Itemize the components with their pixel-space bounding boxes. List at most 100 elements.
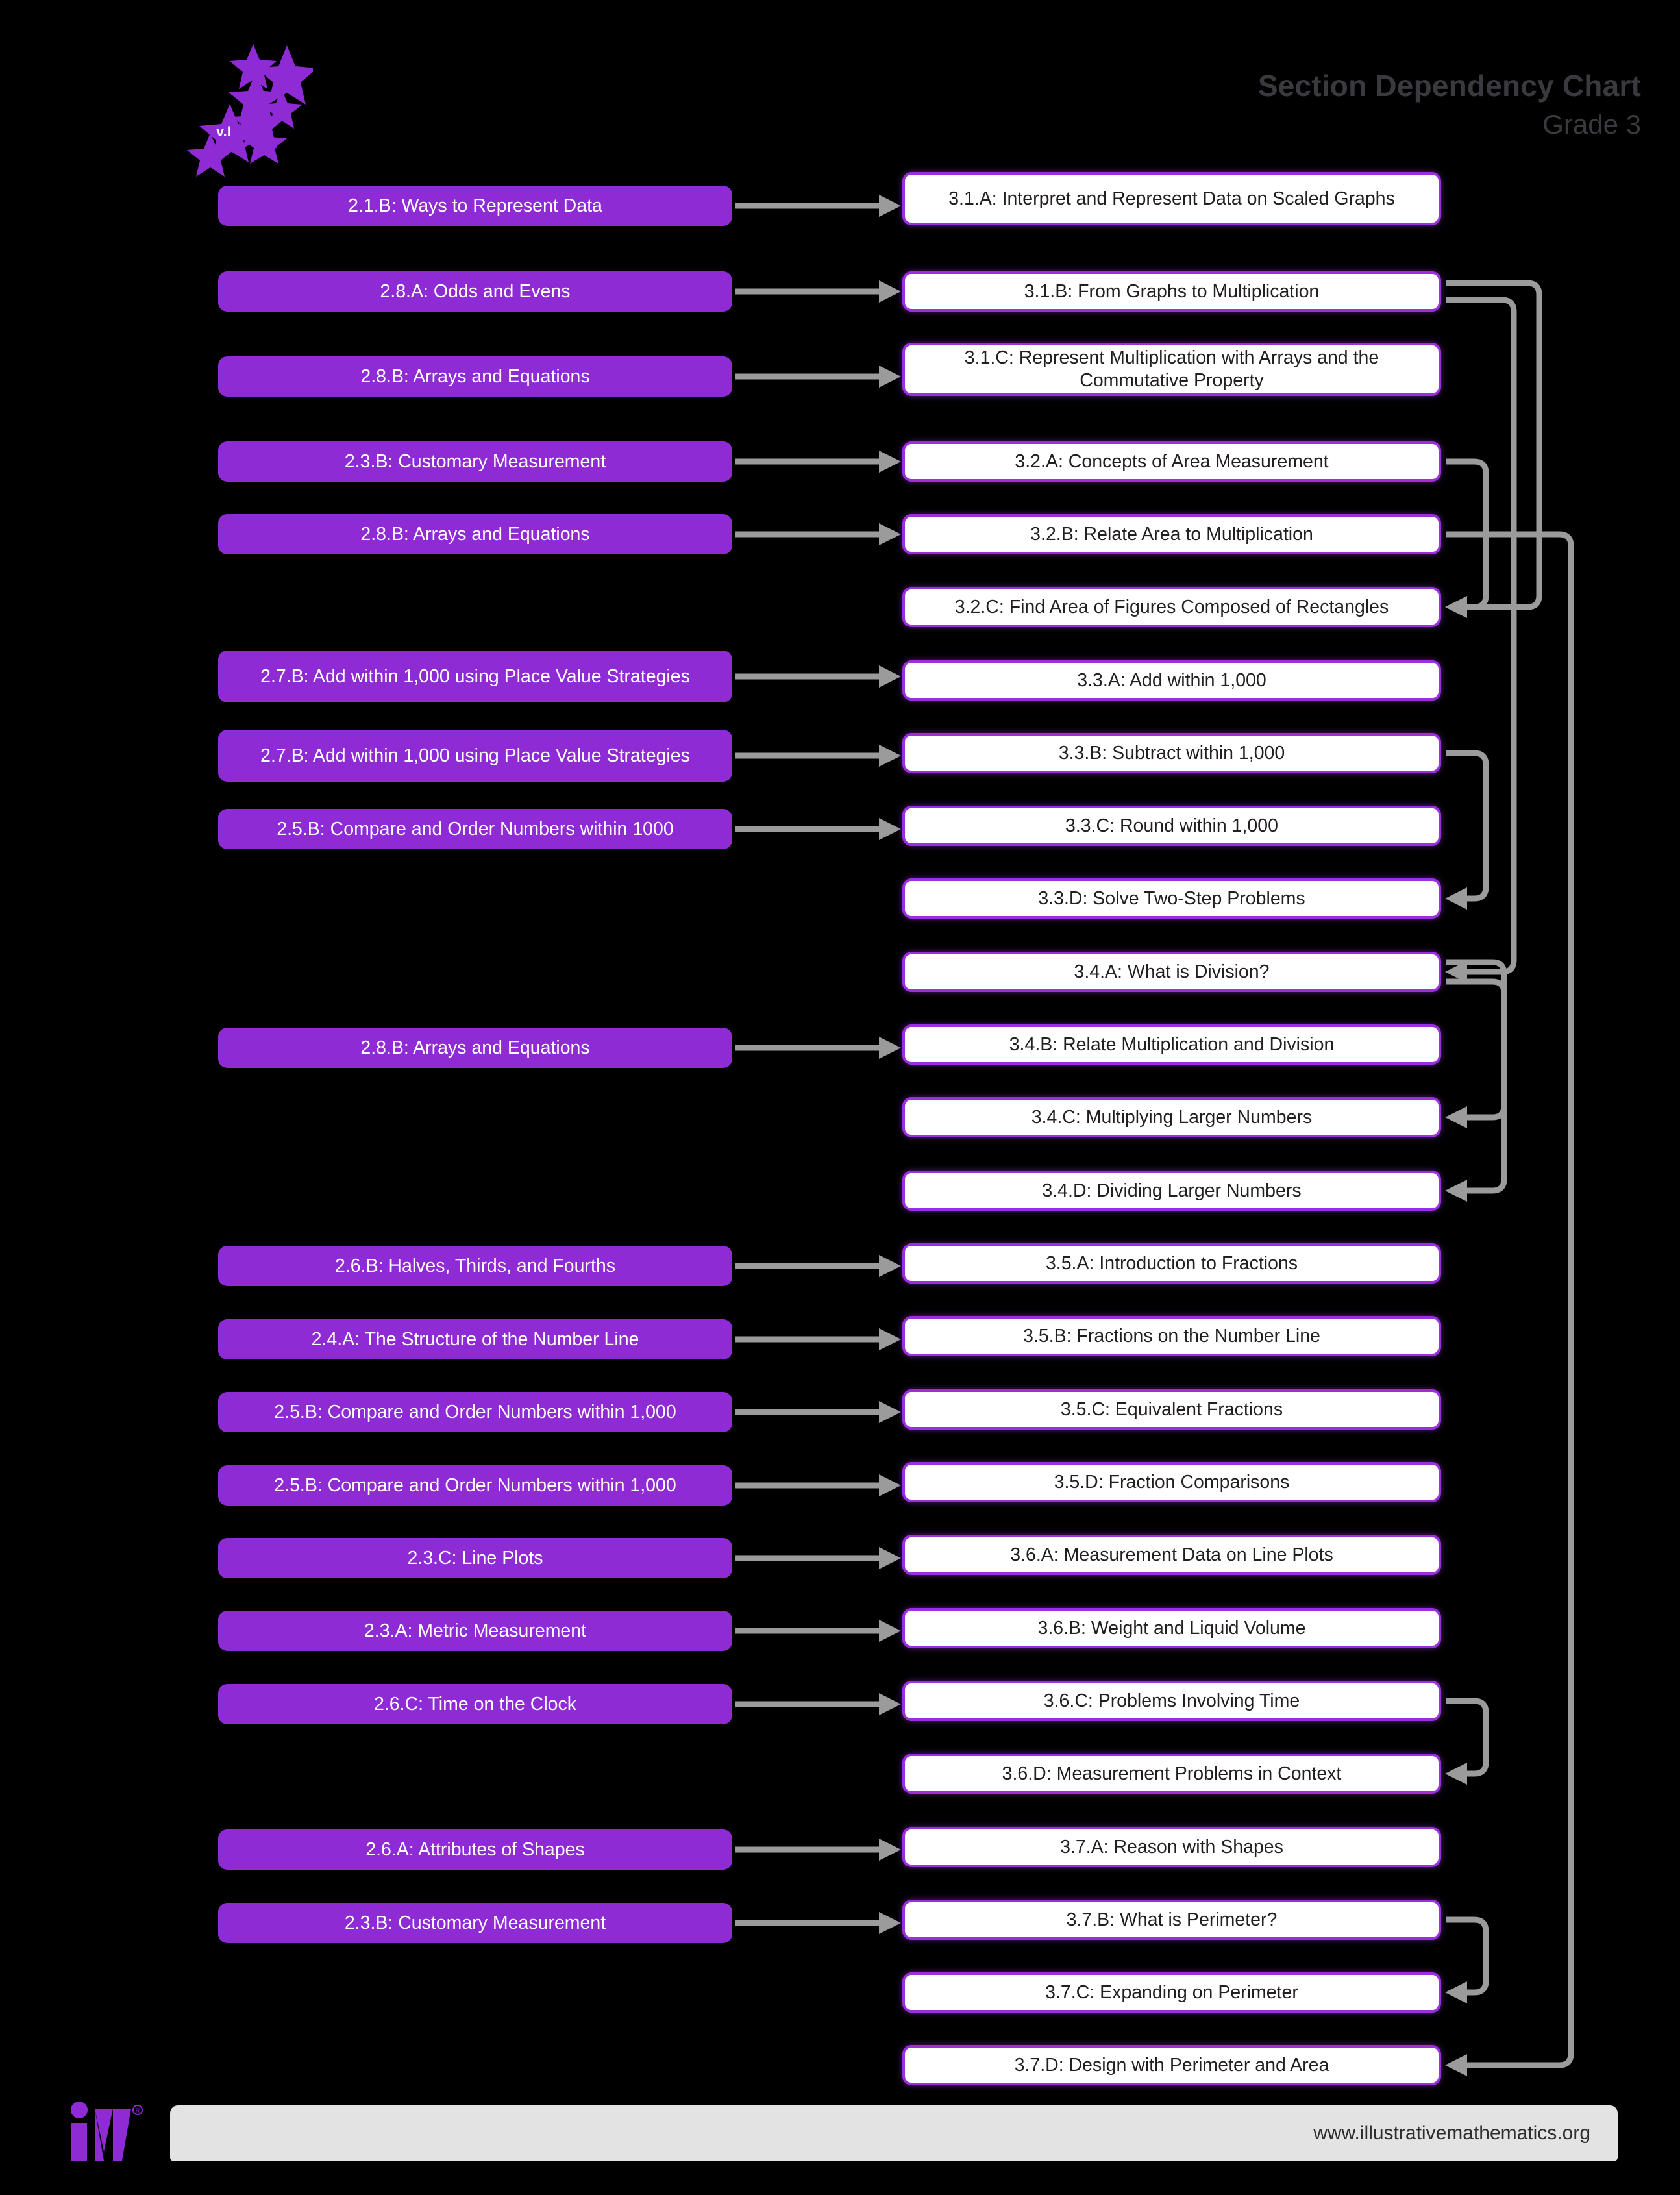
section-box-label: 3.3.B: Subtract within 1,000 — [1058, 742, 1285, 763]
arrow-head-icon — [879, 665, 901, 688]
prereq-box-label: 2.3.B: Customary Measurement — [344, 1912, 606, 1933]
arrow-head-icon — [1445, 2054, 1467, 2076]
svg-text:R: R — [136, 2107, 140, 2114]
section-box-label: 3.6.D: Measurement Problems in Context — [1002, 1763, 1342, 1784]
arrow-head-icon — [1445, 1106, 1467, 1128]
section-box-label: 3.7.D: Design with Perimeter and Area — [1014, 2054, 1329, 2076]
section-box-label: 3.4.C: Multiplying Larger Numbers — [1031, 1106, 1313, 1128]
footer-url[interactable]: www.illustrativemathematics.org — [1313, 2122, 1590, 2144]
section-box[interactable]: 3.4.A: What is Division? — [902, 952, 1441, 992]
section-box-label: 3.3.A: Add within 1,000 — [1077, 669, 1266, 691]
prereq-box[interactable]: 2.4.A: The Structure of the Number Line — [218, 1319, 732, 1359]
section-box[interactable]: 3.4.D: Dividing Larger Numbers — [902, 1171, 1441, 1211]
prereq-box[interactable]: 2.8.A: Odds and Evens — [218, 271, 732, 312]
arrow-head-icon — [879, 280, 901, 303]
arrow-head-icon — [879, 523, 901, 545]
arrow-head-icon — [1445, 1981, 1467, 2003]
prereq-box[interactable]: 2.5.B: Compare and Order Numbers within … — [218, 1392, 732, 1432]
section-box[interactable]: 3.3.B: Subtract within 1,000 — [902, 733, 1441, 773]
prereq-box[interactable]: 2.3.A: Metric Measurement — [218, 1611, 732, 1651]
page-title: Section Dependency Chart — [1257, 69, 1641, 103]
prereq-box[interactable]: 2.6.C: Time on the Clock — [218, 1684, 732, 1724]
section-box[interactable]: 3.1.A: Interpret and Represent Data on S… — [902, 172, 1441, 225]
section-box[interactable]: 3.5.A: Introduction to Fractions — [902, 1243, 1441, 1284]
section-box[interactable]: 3.2.C: Find Area of Figures Composed of … — [902, 587, 1441, 627]
section-box[interactable]: 3.2.A: Concepts of Area Measurement — [902, 441, 1441, 482]
connector-line — [1446, 1916, 1489, 1996]
connector-line — [1446, 297, 1517, 975]
section-box-label: 3.1.B: From Graphs to Multiplication — [1024, 280, 1320, 302]
connector-line — [1446, 959, 1507, 1121]
prereq-box[interactable]: 2.6.B: Halves, Thirds, and Fourths — [218, 1246, 732, 1286]
section-box[interactable]: 3.3.C: Round within 1,000 — [902, 806, 1441, 846]
section-box-label: 3.2.C: Find Area of Figures Composed of … — [954, 596, 1389, 617]
prereq-box[interactable]: 2.7.B: Add within 1,000 using Place Valu… — [218, 651, 732, 702]
section-box-label: 3.7.A: Reason with Shapes — [1060, 1836, 1283, 1857]
arrow-head-icon — [1445, 596, 1467, 618]
prereq-box[interactable]: 2.6.A: Attributes of Shapes — [218, 1829, 732, 1870]
section-box-label: 3.4.D: Dividing Larger Numbers — [1042, 1180, 1302, 1201]
section-box[interactable]: 3.1.B: From Graphs to Multiplication — [902, 271, 1441, 312]
prereq-box[interactable]: 2.3.B: Customary Measurement — [218, 441, 732, 482]
section-box-label: 3.5.D: Fraction Comparisons — [1054, 1471, 1290, 1493]
section-box-label: 3.6.C: Problems Involving Time — [1043, 1690, 1300, 1711]
section-box[interactable]: 3.4.B: Relate Multiplication and Divisio… — [902, 1024, 1441, 1065]
section-box[interactable]: 3.7.D: Design with Perimeter and Area — [902, 2045, 1441, 2085]
section-box[interactable]: 3.3.A: Add within 1,000 — [902, 660, 1441, 701]
prereq-box-label: 2.7.B: Add within 1,000 using Place Valu… — [260, 665, 690, 687]
arrow-head-icon — [879, 1474, 901, 1496]
arrow-head-icon — [879, 818, 901, 840]
prereq-box[interactable]: 2.8.B: Arrays and Equations — [218, 514, 732, 554]
prereq-box[interactable]: 2.1.B: Ways to Represent Data — [218, 186, 732, 226]
section-box[interactable]: 3.7.B: What is Perimeter? — [902, 1900, 1441, 1940]
prereq-box[interactable]: 2.3.B: Customary Measurement — [218, 1903, 732, 1943]
prereq-box[interactable]: 2.8.B: Arrays and Equations — [218, 356, 732, 397]
section-box[interactable]: 3.1.C: Represent Multiplication with Arr… — [902, 343, 1441, 396]
im-logo-icon: R — [70, 2101, 154, 2166]
prereq-box-label: 2.3.B: Customary Measurement — [344, 451, 606, 472]
section-box[interactable]: 3.6.B: Weight and Liquid Volume — [902, 1608, 1441, 1648]
section-box[interactable]: 3.5.C: Equivalent Fractions — [902, 1389, 1441, 1430]
arrow-head-icon — [879, 1328, 901, 1350]
prereq-box[interactable]: 2.3.C: Line Plots — [218, 1538, 732, 1578]
section-box[interactable]: 3.6.A: Measurement Data on Line Plots — [902, 1535, 1441, 1575]
arrow-head-icon — [879, 1912, 901, 1934]
prereq-box-label: 2.3.A: Metric Measurement — [364, 1620, 587, 1641]
section-box[interactable]: 3.3.D: Solve Two-Step Problems — [902, 878, 1441, 919]
prereq-box-label: 2.3.C: Line Plots — [407, 1547, 543, 1569]
prereq-box-label: 2.8.B: Arrays and Equations — [360, 523, 590, 545]
section-box[interactable]: 3.5.B: Fractions on the Number Line — [902, 1316, 1441, 1356]
prereq-box-label: 2.5.B: Compare and Order Numbers within … — [277, 818, 674, 839]
section-box[interactable]: 3.7.C: Expanding on Perimeter — [902, 1972, 1441, 2013]
page-subtitle: Grade 3 — [1542, 109, 1641, 140]
section-box[interactable]: 3.7.A: Reason with Shapes — [902, 1827, 1441, 1867]
arrow-head-icon — [1445, 961, 1467, 983]
prereq-box-label: 2.6.C: Time on the Clock — [373, 1693, 577, 1715]
arrow-head-icon — [1445, 887, 1467, 910]
section-box-label: 3.2.A: Concepts of Area Measurement — [1015, 451, 1329, 472]
prereq-box[interactable]: 2.8.B: Arrays and Equations — [218, 1028, 732, 1068]
connector-line — [1446, 531, 1574, 2068]
connector-line — [1446, 978, 1507, 1194]
prereq-box[interactable]: 2.7.B: Add within 1,000 using Place Valu… — [218, 730, 732, 782]
prereq-box-label: 2.7.B: Add within 1,000 using Place Valu… — [260, 745, 690, 766]
prereq-box-label: 2.6.A: Attributes of Shapes — [365, 1839, 585, 1860]
section-box[interactable]: 3.6.D: Measurement Problems in Context — [902, 1754, 1441, 1794]
footer-bar: www.illustrativemathematics.org — [170, 2105, 1618, 2161]
section-box-label: 3.7.C: Expanding on Perimeter — [1045, 1981, 1298, 2003]
section-box-label: 3.4.B: Relate Multiplication and Divisio… — [1009, 1034, 1335, 1055]
section-box[interactable]: 3.4.C: Multiplying Larger Numbers — [902, 1097, 1441, 1137]
prereq-box[interactable]: 2.5.B: Compare and Order Numbers within … — [218, 1465, 732, 1506]
section-box-label: 3.1.A: Interpret and Represent Data on S… — [948, 188, 1395, 209]
prereq-box-label: 2.1.B: Ways to Represent Data — [348, 195, 602, 216]
section-box[interactable]: 3.5.D: Fraction Comparisons — [902, 1462, 1441, 1502]
prereq-box-label: 2.5.B: Compare and Order Numbers within … — [274, 1401, 676, 1422]
arrow-head-icon — [879, 745, 901, 767]
section-box[interactable]: 3.6.C: Problems Involving Time — [902, 1681, 1441, 1721]
section-box-label: 3.5.C: Equivalent Fractions — [1060, 1398, 1283, 1420]
section-box[interactable]: 3.2.B: Relate Area to Multiplication — [902, 514, 1441, 554]
arrow-head-icon — [1445, 1763, 1467, 1785]
prereq-box[interactable]: 2.5.B: Compare and Order Numbers within … — [218, 809, 732, 849]
arrow-head-icon — [879, 1255, 901, 1277]
